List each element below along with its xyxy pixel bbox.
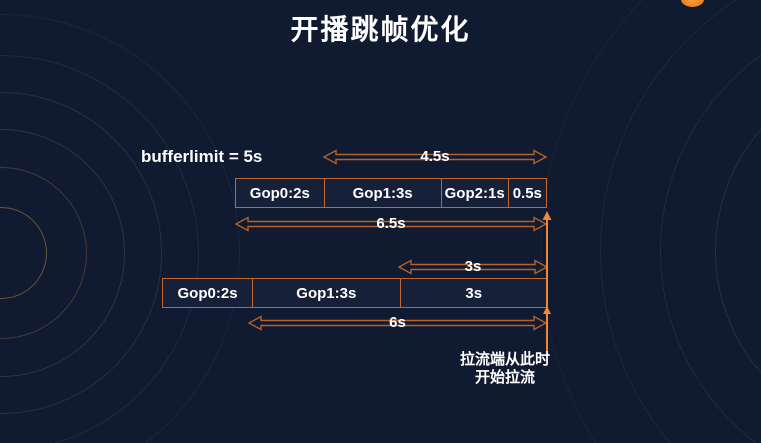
arrow-4-5s-label: 4.5s	[420, 148, 450, 165]
decorative-circle	[715, 65, 761, 437]
decorative-circle	[540, 0, 761, 443]
slide-title: 开播跳帧优化	[290, 14, 471, 45]
gop-box: Gop2:1s	[440, 179, 508, 207]
decorative-circle	[0, 55, 199, 443]
app-logo-icon	[681, 0, 704, 7]
caption-line-2: 开始拉流	[474, 369, 535, 386]
arrow-6s-label: 6s	[389, 314, 406, 331]
decorative-circle	[0, 167, 87, 339]
gop-box: Gop0:2s	[177, 284, 238, 302]
timeline-before-row: Gop0:2s Gop1:3s Gop2:1s 0.5s	[235, 178, 547, 208]
arrow-3s-label: 3s	[464, 258, 482, 275]
pull-start-caption: 拉流端从此时 开始拉流	[448, 351, 562, 387]
gop-box: Gop1:3s	[252, 279, 399, 307]
decorative-circle	[600, 0, 761, 443]
arrow-6-5s-label: 6.5s	[376, 215, 406, 232]
arrow-6-5s: 6.5s	[235, 216, 547, 232]
decorative-circle	[660, 10, 761, 443]
pull-start-marker-line	[542, 211, 552, 352]
double-arrow-icon	[323, 149, 547, 165]
arrow-4-5s: 4.5s	[323, 149, 547, 165]
decorative-circle	[0, 92, 162, 414]
decorative-circle	[0, 14, 240, 443]
buffer-limit-label: bufferlimit = 5s	[141, 147, 263, 166]
decorative-circle	[0, 207, 47, 299]
gop-box: 0.5s	[507, 179, 546, 207]
gop-box: Gop1:3s	[323, 179, 441, 207]
caption-line-1: 拉流端从此时	[459, 351, 550, 368]
arrow-6s: 6s	[248, 315, 547, 331]
decorative-circle	[0, 129, 125, 377]
gop-box: 3s	[399, 279, 547, 307]
timeline-after-row: Gop0:2s Gop1:3s 3s	[162, 278, 548, 308]
gop-box: Gop0:2s	[249, 184, 310, 202]
arrow-3s: 3s	[398, 259, 548, 275]
